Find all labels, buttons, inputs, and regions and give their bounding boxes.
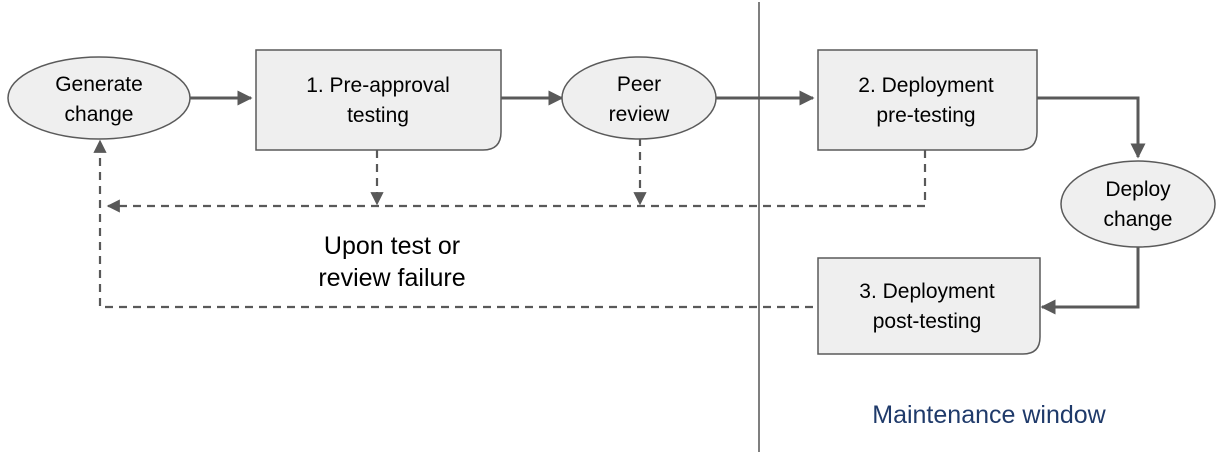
node-pre-approval-testing-shape: [255, 49, 502, 151]
node-deployment-pre-testing-line1: 2. Deployment: [858, 74, 994, 97]
node-generate-change-shape: [7, 56, 191, 140]
failure-note-line2: review failure: [318, 264, 465, 292]
edge-deployment-pretesting-failure: [106, 150, 927, 213]
node-peer-review: Peer review: [561, 56, 717, 140]
node-deployment-post-testing: 3. Deployment post-testing: [817, 257, 1041, 355]
node-deployment-pre-testing-shape: [817, 49, 1038, 151]
node-peer-review-shape: [561, 56, 717, 140]
node-deployment-post-testing-line2: post-testing: [873, 310, 982, 333]
node-deploy-change: Deploy change: [1060, 160, 1216, 248]
node-generate-change-line2: change: [65, 103, 134, 126]
maintenance-window-label: Maintenance window: [872, 401, 1106, 429]
edge-deploy-to-deployment-posttesting: [1040, 246, 1140, 315]
node-pre-approval-testing: 1. Pre-approval testing: [255, 49, 502, 151]
node-deploy-change-line2: change: [1104, 208, 1173, 231]
node-deploy-change-line1: Deploy: [1105, 178, 1171, 201]
node-deployment-pre-testing: 2. Deployment pre-testing: [817, 49, 1038, 151]
node-generate-change: Generate change: [7, 56, 191, 140]
node-deployment-post-testing-line1: 3. Deployment: [859, 280, 995, 303]
node-deployment-post-testing-shape: [817, 257, 1041, 355]
edge-deployment-pretesting-to-deploy: [1037, 96, 1146, 159]
node-peer-review-line2: review: [609, 103, 671, 126]
node-pre-approval-testing-line2: testing: [347, 104, 409, 127]
failure-note-line1: Upon test or: [324, 232, 460, 260]
node-deploy-change-shape: [1060, 160, 1216, 248]
node-deployment-pre-testing-line2: pre-testing: [876, 104, 975, 127]
node-pre-approval-testing-line1: 1. Pre-approval: [306, 74, 450, 97]
node-generate-change-line1: Generate: [55, 73, 143, 96]
node-peer-review-line1: Peer: [617, 73, 661, 96]
